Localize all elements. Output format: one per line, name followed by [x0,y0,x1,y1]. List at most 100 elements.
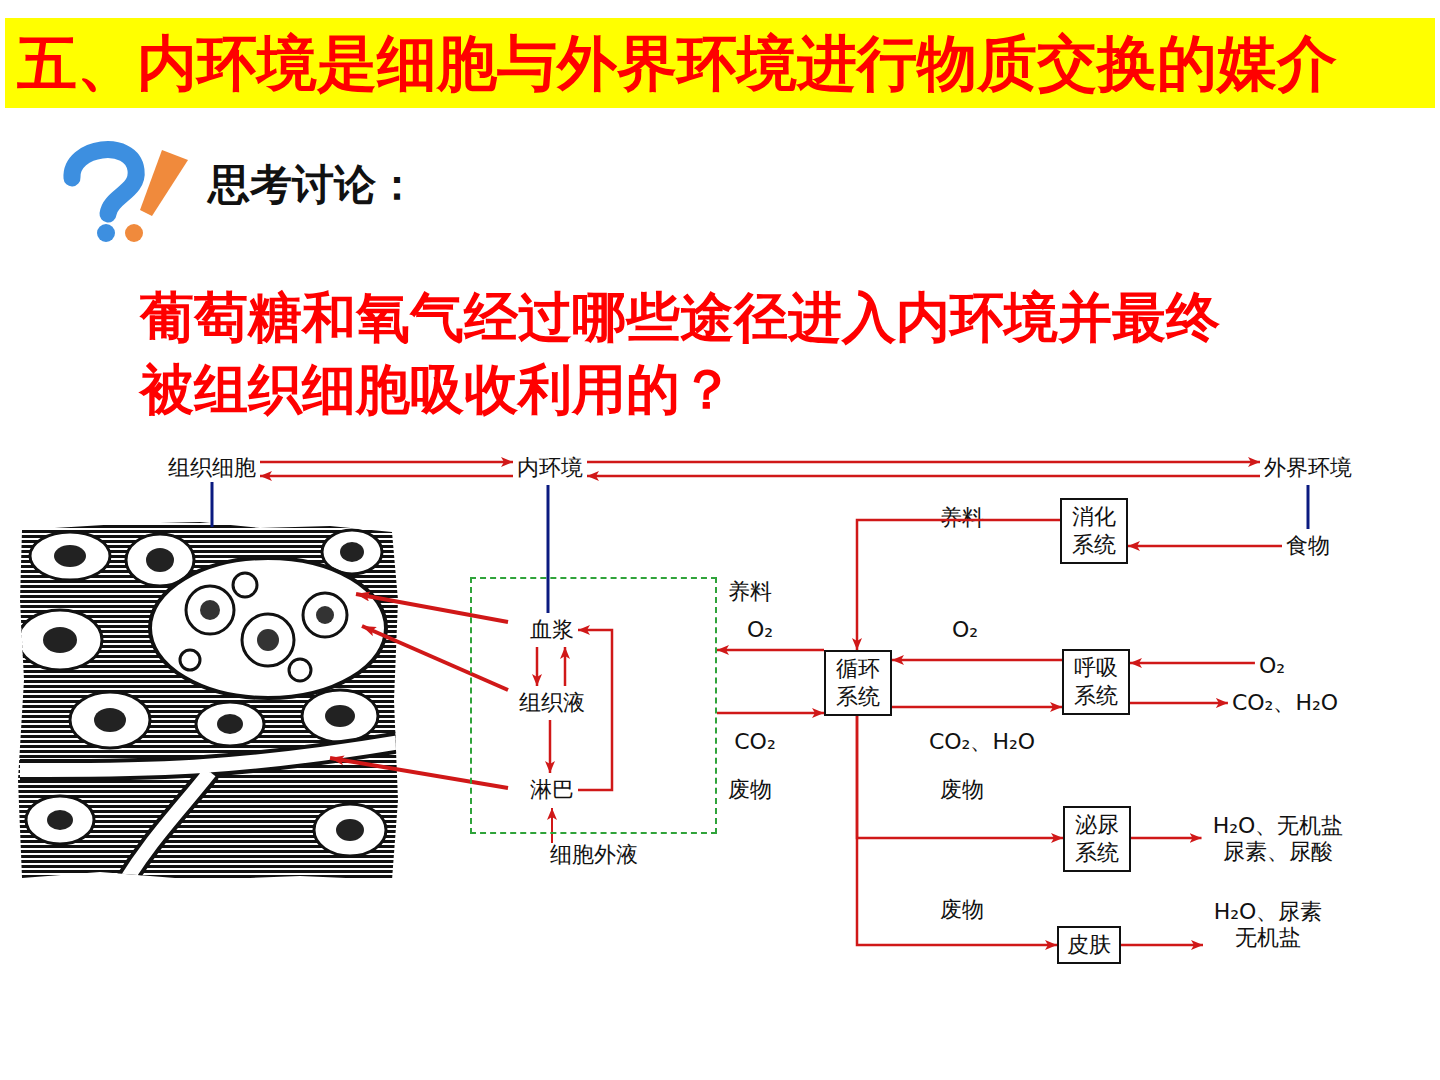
fluid-label: 淋巴 [530,777,574,803]
node-text: H₂O、尿素 无机盐 [1207,899,1329,951]
flow-arrow [857,716,1057,945]
nucleus [94,708,126,732]
blood-cell [242,614,294,666]
flow-arrow [1130,702,1228,705]
stage-label: 内环境 [517,455,583,481]
node-text: 循环系统 [834,655,882,711]
lymph-vessel-lumen [20,742,400,890]
question-icon [72,150,188,242]
tissue-cell [196,702,264,746]
flow-label: O₂ [747,617,773,643]
tissue-cell [26,796,94,844]
flow-arrow [892,706,1062,709]
flow-arrow [578,630,612,790]
nucleus [146,548,174,572]
slide-title: 五、内环境是细胞与外界环境进行物质交换的媒介 [5,18,1435,108]
flow-arrow [564,647,567,686]
edge-label: 废物 [940,897,984,923]
tissue-cells [18,530,386,856]
flow-arrow [1307,485,1310,529]
leader-arrow [330,758,508,788]
flow-arrow [587,461,1260,464]
edge-label: O₂ [952,617,978,643]
fluid-label: 组织液 [519,690,585,716]
nucleus [217,714,243,734]
exclamation-dot [125,224,143,242]
substance-label: O₂ [1259,653,1285,679]
node-text: 呼吸系统 [1072,654,1120,710]
system-box: 皮肤 [1057,926,1121,964]
leader-arrow [551,808,553,843]
question-mark [72,150,136,214]
edge-label: 养料 [940,505,984,531]
node-text: 组织细胞 [168,455,256,481]
leader-arrows [330,594,508,788]
flow-arrow [260,475,513,478]
tissue-cell [70,692,150,748]
stage-label: 外界环境 [1264,455,1352,481]
tissue-cell [322,530,382,574]
node-text: 泌尿系统 [1073,811,1121,867]
substance-label: CO₂、H₂O [1232,690,1338,716]
nucleus [54,545,86,567]
nucleus [336,819,364,841]
blood-cell [289,659,311,681]
node-text: 食物 [1286,533,1330,559]
system-box: 消化系统 [1060,498,1128,564]
question-text: 葡萄糖和氧气经过哪些途径进入内环境并最终 被组织细胞吸收利用的？ [140,282,1270,426]
node-text: 皮肤 [1067,931,1111,959]
flow-arrow [549,720,552,773]
node-text: 外界环境 [1264,455,1352,481]
nucleus [47,810,73,830]
flow-arrow [857,716,1063,838]
flow-arrow [547,485,550,613]
node-text: 淋巴 [530,777,574,803]
tissue-cell [126,534,194,586]
blood-cell-cores [200,600,334,651]
blood-cell [303,593,347,637]
leader-arrow [356,594,508,622]
flow-arrow [1121,944,1203,947]
discussion-heading: 思考讨论： [208,172,418,198]
flow-arrow [587,475,1260,478]
substance-label: H₂O、无机盐 尿素、尿酸 [1206,813,1351,865]
flow-arrow [260,461,513,464]
node-text: O₂ [1259,653,1285,679]
fluid-label: 血浆 [530,617,574,643]
system-box: 泌尿系统 [1063,806,1131,872]
node-text: 组织液 [519,690,585,716]
blood-core [200,600,220,620]
tissue-cell [30,532,110,580]
tissue-cell [302,690,378,742]
blood-cells [180,573,347,681]
fluid-group: 细胞外液血浆组织液淋巴 [470,577,717,834]
blood-core [257,629,279,651]
tissue-hatch [0,500,420,900]
substance-label: H₂O、尿素 无机盐 [1207,899,1329,951]
exclamation-bar [140,150,188,216]
group-caption: 细胞外液 [452,842,735,868]
node-text: 血浆 [530,617,574,643]
cell-nuclei [43,542,364,841]
system-box: 呼吸系统 [1062,649,1130,715]
flow-arrow [717,712,824,715]
flow-arrow [717,649,824,652]
edge-label: CO₂、H₂O [929,729,1035,755]
flow-label: 废物 [728,777,772,803]
edge-label: 废物 [940,777,984,803]
blood-cell [233,573,257,597]
nucleus [325,705,355,727]
flow-label: 养料 [728,579,772,605]
flow-arrow [1130,662,1255,665]
leader-arrow [362,626,508,690]
system-box: 循环系统 [824,650,892,716]
flow-arrow [1128,545,1282,548]
flow-arrow [857,520,1060,650]
node-text: 内环境 [517,455,583,481]
flow-arrow [892,659,1062,662]
nucleus [340,542,364,562]
question-dot [97,224,115,242]
